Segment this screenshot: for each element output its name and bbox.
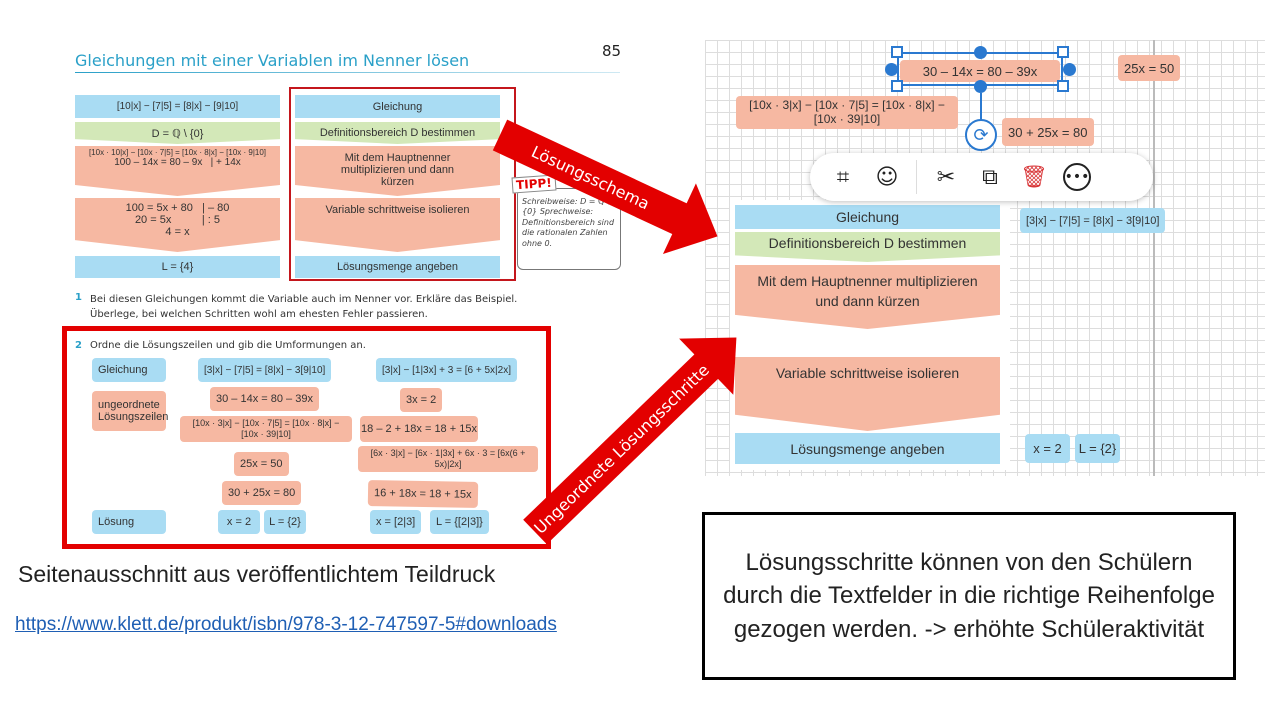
flow-step[interactable]: Variable schrittweise isolieren bbox=[735, 357, 1000, 431]
line-card[interactable]: [6x · 3|x] − [6x · 1|3x] + 6x · 3 = [6x(… bbox=[358, 446, 538, 472]
step2-line: 20 = 5x | : 5 bbox=[134, 214, 221, 226]
solution-x-a[interactable]: x = 2 bbox=[218, 510, 260, 534]
resize-handle[interactable] bbox=[1057, 80, 1069, 92]
schema-step: Gleichung bbox=[295, 95, 500, 118]
scissors-icon[interactable]: ✂ bbox=[936, 164, 956, 190]
page-number: 85 bbox=[602, 42, 622, 60]
task1-number: 1 bbox=[75, 292, 82, 303]
canvas-card[interactable]: 30 + 25x = 80 bbox=[1002, 118, 1094, 146]
equation-b[interactable]: [3|x] − [1|3x] + 3 = [6 + 5x|2x] bbox=[376, 358, 517, 382]
line-card[interactable]: 3x = 2 bbox=[400, 388, 443, 412]
solution-L-b[interactable]: L = {[2|3]} bbox=[430, 510, 489, 534]
example-step1: [10x · 10|x] − [10x · 7|5] = [10x · 8|x]… bbox=[75, 146, 280, 196]
step2-line: 100 = 5x + 80 | – 80 bbox=[125, 202, 230, 214]
line-card[interactable]: 18 – 2 + 18x = 18 + 15x bbox=[360, 416, 478, 442]
more-icon[interactable]: ••• bbox=[1063, 163, 1091, 191]
arrow-label: Ungeordnete Lösungsschritte bbox=[530, 360, 713, 538]
tipp-label: TIPP! bbox=[511, 174, 557, 194]
label-solution: Lösung bbox=[92, 510, 166, 534]
schema-step: Lösungsmenge angeben bbox=[295, 256, 500, 278]
arrow-loesungsschritte: Ungeordnete Lösungsschritte bbox=[523, 353, 720, 545]
context-toolbar: ⌗ ☺ ✂ ⧉ 🗑 ••• bbox=[810, 153, 1153, 201]
canvas-card[interactable]: x = 2 bbox=[1025, 434, 1070, 463]
selected-card[interactable]: 30 – 14x = 80 – 39x bbox=[900, 60, 1060, 82]
task2-number: 2 bbox=[75, 340, 82, 351]
toolbar-divider bbox=[916, 160, 917, 194]
tipp-text: Schreibweise: D = ℚ \ {0} Sprechweise: D… bbox=[522, 197, 615, 248]
task2-frame bbox=[62, 326, 551, 549]
line-card[interactable]: 30 – 14x = 80 – 39x bbox=[210, 387, 319, 411]
title-underline bbox=[75, 72, 620, 73]
flow-step[interactable]: Mit dem Hauptnenner multiplizieren und d… bbox=[735, 265, 1000, 329]
example-equation: [10|x] − [7|5] = [8|x] − [9|10] bbox=[75, 95, 280, 118]
download-link[interactable]: https://www.klett.de/produkt/isbn/978-3-… bbox=[15, 614, 557, 635]
canvas-card[interactable]: 25x = 50 bbox=[1118, 55, 1181, 81]
resize-handle[interactable] bbox=[891, 46, 903, 58]
step1-fractions: [10x · 10|x] − [10x · 7|5] = [10x · 8|x]… bbox=[88, 148, 267, 157]
canvas-card[interactable]: [3|x] − [7|5] = [8|x] − 3[9|10] bbox=[1020, 208, 1166, 233]
note-text: Lösungsschritte können von den Schülern … bbox=[723, 548, 1215, 643]
rotate-stem bbox=[980, 93, 982, 120]
rotate-handle-icon[interactable]: ⟳ bbox=[965, 119, 997, 151]
schema-step: Variable schrittweise isolieren bbox=[295, 198, 500, 252]
solution-x-b[interactable]: x = [2|3] bbox=[370, 510, 422, 534]
sticker-add-icon[interactable]: ☺ bbox=[875, 164, 899, 190]
book-title: Gleichungen mit einer Variablen im Nenne… bbox=[75, 51, 470, 70]
label-unordered: ungeordnete Lösungszeilen bbox=[92, 391, 168, 431]
resize-handle[interactable] bbox=[974, 46, 987, 59]
line-card[interactable]: 25x = 50 bbox=[234, 452, 289, 476]
flow-step[interactable]: Definitionsbereich D bestimmen bbox=[735, 232, 1000, 262]
flow-step[interactable]: Gleichung bbox=[735, 205, 1000, 229]
crop-icon[interactable]: ⌗ bbox=[836, 164, 850, 190]
canvas-card[interactable]: L = {2} bbox=[1075, 434, 1120, 463]
resize-handle[interactable] bbox=[974, 80, 987, 93]
flow-step[interactable]: Lösungsmenge angeben bbox=[735, 433, 1000, 464]
task2-text: Ordne die Lösungszeilen und gib die Umfo… bbox=[90, 340, 366, 351]
line-card[interactable]: 30 + 25x = 80 bbox=[222, 481, 302, 505]
page-divider bbox=[1153, 40, 1155, 476]
schema-step: Definitionsbereich D bestimmen bbox=[295, 122, 500, 144]
example-domain: D = ℚ \ {0} bbox=[75, 122, 280, 144]
resize-handle[interactable] bbox=[891, 80, 903, 92]
canvas-card[interactable]: [10x · 3|x] − [10x · 7|5] = [10x · 8|x] … bbox=[736, 96, 958, 129]
line-card[interactable]: [10x · 3|x] − [10x · 7|5] = [10x · 8|x] … bbox=[180, 416, 352, 442]
caption: Seitenausschnitt aus veröffentlichtem Te… bbox=[18, 561, 496, 587]
tipp-box: Schreibweise: D = ℚ \ {0} Sprechweise: D… bbox=[517, 188, 621, 270]
trash-icon[interactable]: 🗑 bbox=[1020, 164, 1048, 190]
label-gleichung: Gleichung bbox=[92, 358, 166, 382]
equation-a[interactable]: [3|x] − [7|5] = [8|x] − 3[9|10] bbox=[198, 358, 332, 382]
duplicate-icon[interactable]: ⧉ bbox=[982, 164, 998, 190]
resize-handle[interactable] bbox=[1057, 46, 1069, 58]
solution-L-a[interactable]: L = {2} bbox=[264, 510, 306, 534]
task1-text: Bei diesen Gleichungen kommt die Variabl… bbox=[90, 294, 518, 320]
line-card[interactable]: 16 + 18x = 18 + 15x bbox=[367, 480, 478, 508]
resize-handle[interactable] bbox=[885, 63, 898, 76]
example-solution: L = {4} bbox=[75, 256, 280, 278]
schema-frame bbox=[289, 87, 516, 281]
note-box: Lösungsschritte können von den Schülern … bbox=[702, 512, 1236, 680]
step2-line: 4 = x bbox=[165, 226, 190, 238]
schema-step: Mit dem Hauptnenner multiplizieren und d… bbox=[295, 146, 500, 196]
resize-handle[interactable] bbox=[1063, 63, 1076, 76]
step1-line: 100 – 14x = 80 – 9x | + 14x bbox=[114, 157, 241, 169]
